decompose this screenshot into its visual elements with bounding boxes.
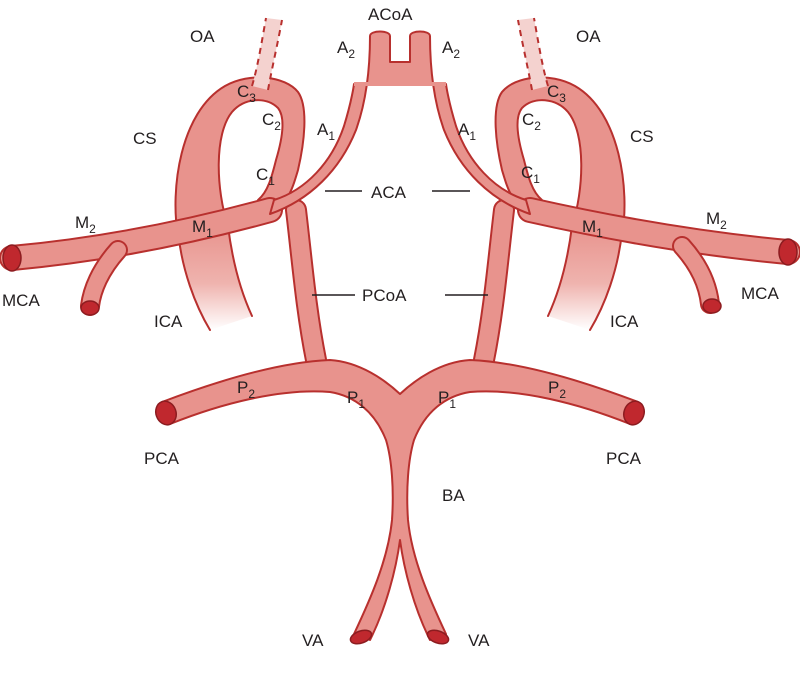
right-pca-lumen	[622, 400, 646, 426]
left-m1-m2-body	[1, 199, 281, 269]
right-oa-edge-a	[533, 17, 549, 87]
label-c1-right: C1	[521, 163, 540, 186]
right-oa-vessel	[518, 18, 548, 90]
right-oa-edge-b	[517, 19, 533, 91]
left-va-lumen	[349, 629, 373, 645]
label-c1-left: C1	[256, 165, 275, 188]
label-mca-right: MCA	[741, 284, 779, 303]
label-ica-right: ICA	[610, 312, 639, 331]
aca-complex	[269, 30, 531, 215]
label-a1-right: A1	[458, 120, 476, 143]
left-carotid-siphon	[174, 17, 306, 331]
posterior-circulation	[154, 359, 646, 645]
right-va-lumen	[426, 629, 450, 645]
label-p2-left: P2	[237, 378, 255, 401]
right-carotid-siphon	[494, 17, 626, 331]
label-cs-left: CS	[133, 129, 157, 148]
label-cs-right: CS	[630, 127, 654, 146]
left-mca	[0, 197, 283, 316]
right-ica-edge-inner	[547, 225, 573, 317]
left-m2-lumen	[2, 244, 22, 272]
left-pca-lumen	[154, 400, 178, 426]
label-a2-left: A2	[337, 38, 355, 61]
label-a1-left: A1	[317, 120, 335, 143]
label-oa-left: OA	[190, 27, 215, 46]
right-pcoa-body	[475, 201, 513, 369]
label-m2-left: M2	[75, 213, 96, 236]
label-c2-left: C2	[262, 110, 281, 133]
label-pcoa: PCoA	[362, 286, 407, 305]
label-pca-right: PCA	[606, 449, 642, 468]
leader-lines	[312, 190, 488, 296]
label-ba: BA	[442, 486, 465, 505]
anterior-cerebral-arteries	[269, 30, 531, 215]
pca-ba-va	[161, 359, 639, 641]
label-mca-left: MCA	[2, 291, 40, 310]
label-va-left: VA	[302, 631, 324, 650]
left-oa-edge-a	[251, 17, 267, 87]
label-a2-right: A2	[442, 38, 460, 61]
labels: ACoA A2 A2 OA OA C3 C2 C1 C3 C2 C1 A1 A1…	[2, 5, 779, 650]
label-aca: ACA	[371, 183, 407, 202]
left-pcoa-body	[287, 201, 325, 369]
right-mca-lumen	[702, 298, 722, 314]
pcoa-vessels	[285, 199, 515, 371]
right-ica-tail	[548, 226, 622, 330]
label-oa-right: OA	[576, 27, 601, 46]
label-m1-right: M1	[582, 217, 603, 240]
left-oa-vessel	[252, 18, 282, 90]
label-c3-right: C3	[547, 82, 566, 105]
right-ica-edge-outer	[589, 231, 623, 331]
label-p1-right: P1	[438, 388, 456, 411]
right-mca	[517, 197, 800, 314]
left-ica-edge-inner	[227, 225, 253, 317]
label-p2-right: P2	[548, 378, 566, 401]
label-p1-left: P1	[347, 388, 365, 411]
label-c3-left: C3	[237, 82, 256, 105]
label-ica-left: ICA	[154, 312, 183, 331]
label-m2-right: M2	[706, 209, 727, 232]
left-oa-edge-b	[267, 19, 283, 91]
label-m1-left: M1	[192, 217, 213, 240]
label-c2-right: C2	[522, 110, 541, 133]
label-acoa: ACoA	[368, 5, 413, 24]
left-ica-tail	[178, 226, 252, 330]
label-pca-left: PCA	[144, 449, 180, 468]
right-m2-lumen	[778, 238, 798, 266]
left-mca-lumen	[80, 300, 100, 316]
right-m1-m2-body	[519, 199, 799, 263]
label-va-right: VA	[468, 631, 490, 650]
